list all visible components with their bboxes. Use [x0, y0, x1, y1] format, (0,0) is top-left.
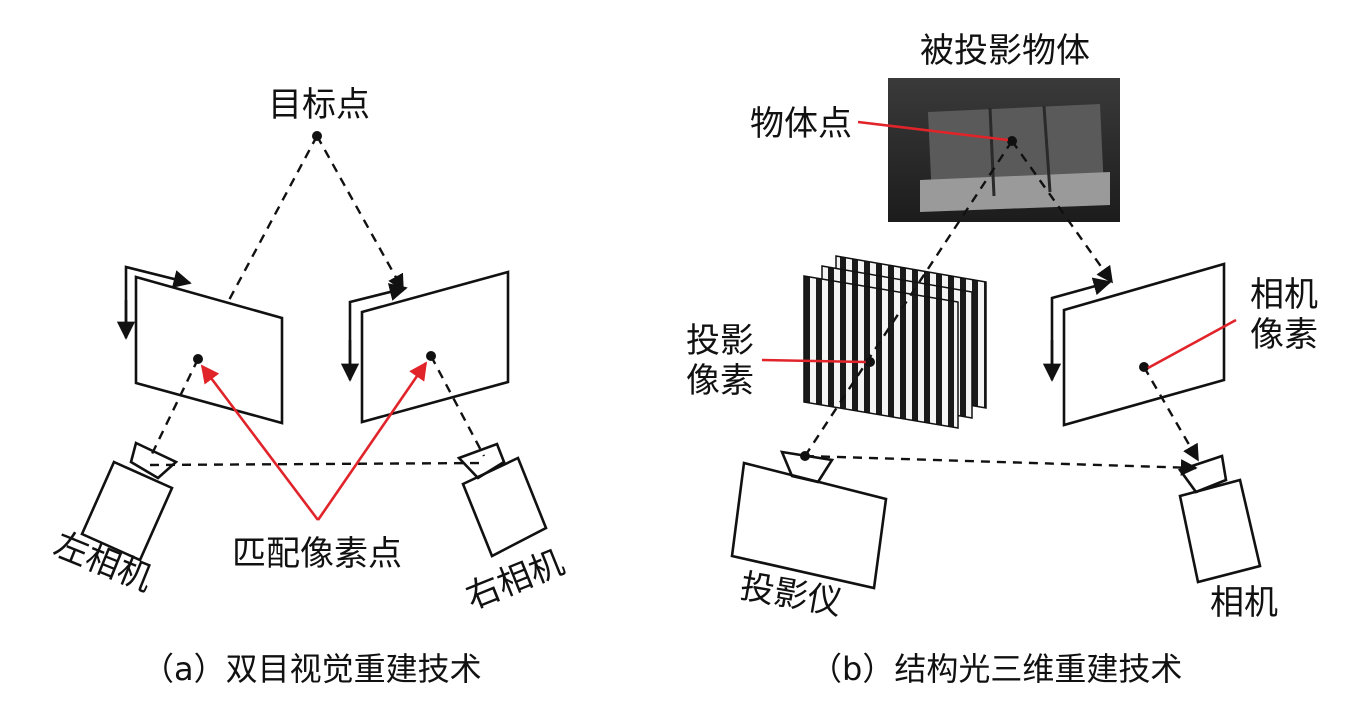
- camera-image-plane: [1062, 262, 1226, 427]
- projected-pixel-label-1: 投影: [686, 321, 754, 361]
- camera-pixel-label-2: 像素: [1250, 315, 1318, 355]
- binocular-panel: 目标点 匹配像素点 左相机 右相机: [48, 85, 569, 688]
- fringe-patterns: [803, 255, 987, 429]
- structured-light-panel: 被投影物体 物体点 投影 像素 相机: [686, 31, 1318, 688]
- object-point-label: 物体点: [750, 104, 852, 144]
- ray-left-plane-camera: [148, 358, 200, 459]
- camera: [1177, 454, 1262, 584]
- left-camera-label: 左相机: [48, 525, 158, 600]
- camera-pixel-label-1: 相机: [1250, 275, 1318, 315]
- left-camera: [80, 441, 179, 562]
- projector: [730, 450, 888, 590]
- object-point-leader: [857, 120, 1009, 142]
- projected-pixel-leader: [761, 358, 867, 364]
- ray-right-plane-camera: [429, 355, 486, 457]
- right-camera: [456, 442, 548, 558]
- object-title: 被投影物体: [920, 31, 1090, 71]
- camera-rotation-arrow-top: [1050, 277, 1112, 378]
- caption-b: （b）结构光三维重建技术: [810, 650, 1182, 688]
- ray-target-left: [226, 135, 319, 303]
- projected-pixel-label-2: 像素: [686, 361, 754, 401]
- projector-label: 投影仪: [737, 566, 844, 623]
- right-image-plane: [360, 270, 510, 424]
- match-arrow-right: [316, 361, 428, 521]
- right-camera-label: 右相机: [460, 543, 570, 618]
- ray-object-camera-plane: [1011, 140, 1113, 284]
- ray-camera-pixel-camera: [1142, 366, 1200, 462]
- projector-point: [800, 451, 810, 461]
- camera-pixel-leader: [1147, 318, 1237, 370]
- target-label: 目标点: [268, 85, 370, 125]
- baseline-left: [149, 461, 485, 467]
- left-image-plane: [134, 275, 284, 425]
- match-label: 匹配像素点: [232, 534, 402, 574]
- projected-object-photo: [888, 78, 1120, 222]
- ray-target-right: [315, 135, 405, 292]
- baseline-right: [804, 454, 1198, 476]
- camera-pixel-point: [1139, 362, 1149, 372]
- match-arrow-left: [200, 364, 320, 521]
- caption-a: （a）双目视觉重建技术: [142, 650, 482, 688]
- camera-label: 相机: [1210, 583, 1278, 623]
